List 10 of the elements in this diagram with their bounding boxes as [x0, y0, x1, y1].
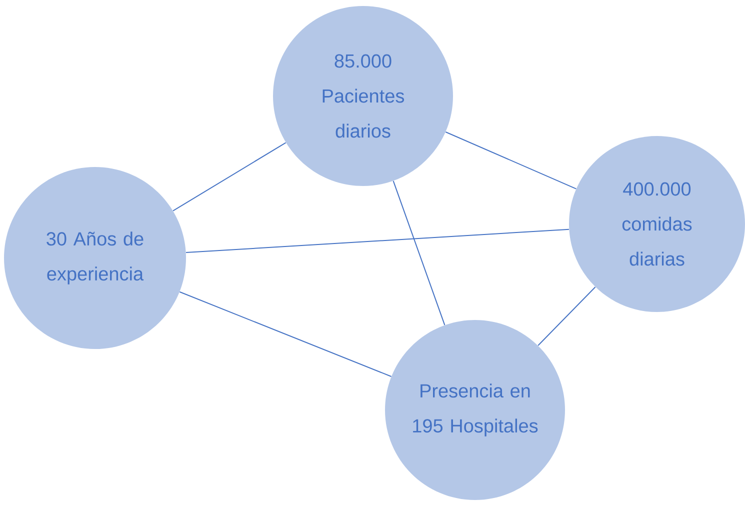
connector-line	[392, 180, 446, 326]
connector-line	[179, 291, 392, 377]
connector-line	[538, 286, 596, 346]
connector-line	[172, 142, 286, 212]
connector-line	[445, 132, 577, 190]
circle-node: 400.000 comidas diarias	[569, 136, 745, 312]
circle-node: Presencia en 195 Hospitales	[385, 320, 565, 500]
circle-node: 85.000 Pacientes diarios	[273, 6, 453, 186]
circle-node: 30 Años de experiencia	[4, 167, 186, 349]
connector-line	[186, 228, 570, 253]
